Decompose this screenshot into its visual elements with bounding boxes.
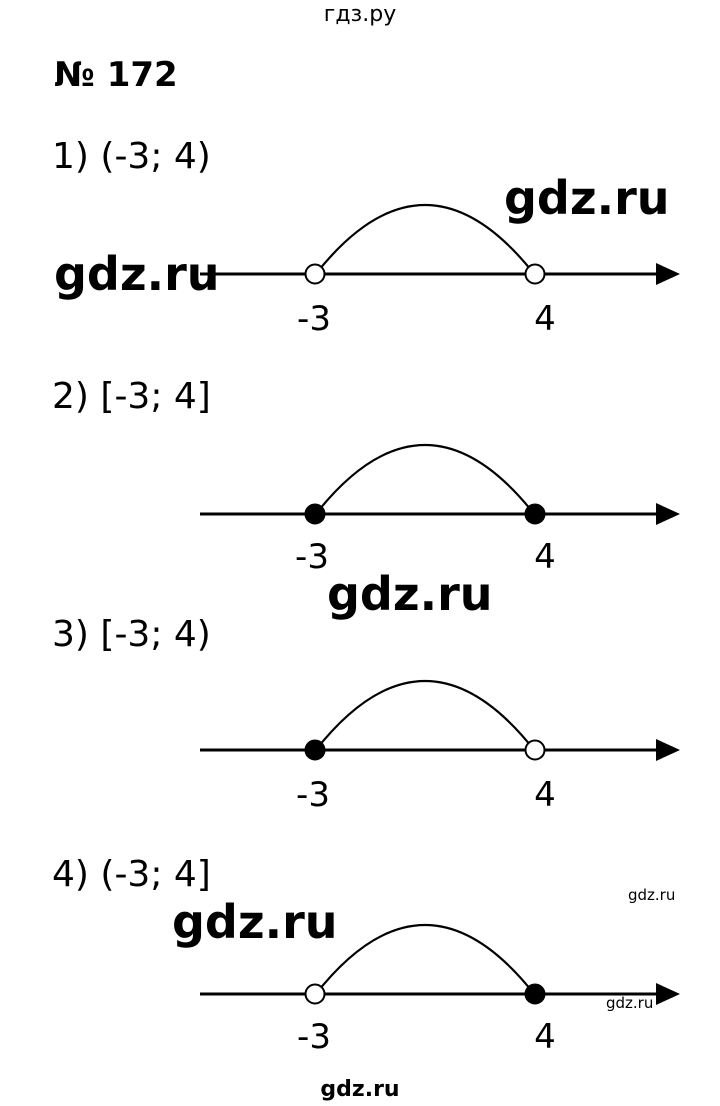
right-point (524, 983, 546, 1005)
watermark-5: gdz.ru (628, 886, 676, 904)
watermark-3: gdz.ru (327, 567, 493, 621)
tick-label-right: 4 (534, 775, 556, 815)
tick-label-left: -3 (295, 537, 329, 577)
left-point (304, 739, 326, 761)
interval-arc (314, 923, 536, 996)
tick-label-left: -3 (297, 299, 331, 339)
tick-label-right: 4 (534, 299, 556, 339)
interval-arc (314, 203, 536, 276)
tick-label-right: 4 (534, 1017, 556, 1057)
interval-arc (314, 679, 536, 752)
axis-arrow (656, 739, 680, 761)
watermark-1: gdz.ru (504, 171, 670, 225)
watermark-2: gdz.ru (54, 247, 220, 301)
problem-title: № 172 (54, 55, 178, 95)
item-label-2: 2) [-3; 4] (52, 376, 211, 417)
axis-arrow (656, 983, 680, 1005)
number-line-2: -3 4 (200, 443, 680, 577)
interval-arc (314, 443, 536, 516)
number-line-1: -3 4 (200, 203, 680, 339)
tick-label-left: -3 (296, 775, 330, 815)
item-label-1: 1) (-3; 4) (52, 136, 211, 177)
number-line-4: -3 4 (200, 923, 680, 1057)
right-point (524, 263, 546, 285)
left-point (304, 983, 326, 1005)
tick-label-left: -3 (297, 1017, 331, 1057)
tick-label-right: 4 (534, 537, 556, 577)
number-line-3: -3 4 (200, 679, 680, 815)
right-point (524, 503, 546, 525)
site-header: гдз.ру (323, 2, 397, 27)
watermark-4: gdz.ru (172, 895, 338, 949)
left-point (304, 263, 326, 285)
axis-arrow (656, 503, 680, 525)
right-point (524, 739, 546, 761)
item-label-3: 3) [-3; 4) (52, 614, 211, 655)
axis-arrow (656, 263, 680, 285)
watermark-6: gdz.ru (606, 994, 654, 1012)
item-label-4: 4) (-3; 4] (52, 854, 211, 895)
watermark-7: gdz.ru (320, 1077, 400, 1102)
left-point (304, 503, 326, 525)
